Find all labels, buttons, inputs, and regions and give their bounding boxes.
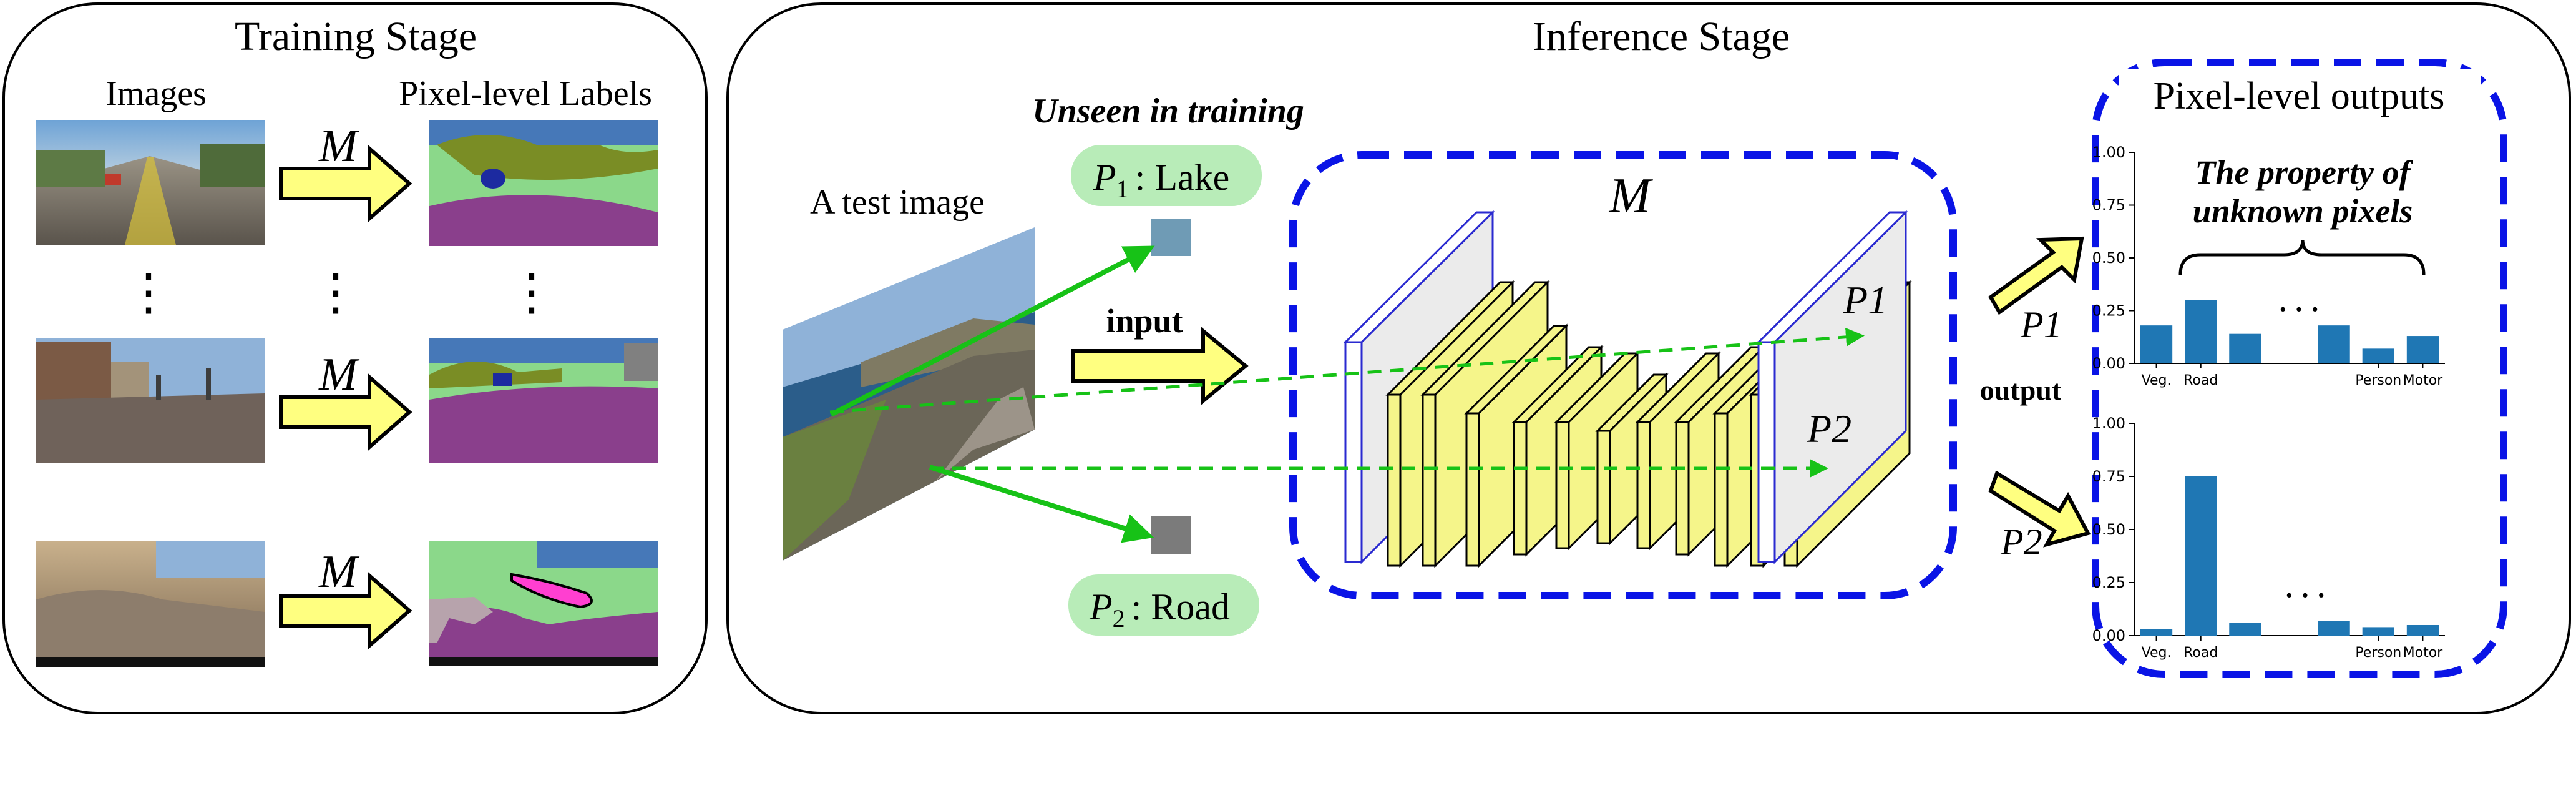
- test-image-label: A test image: [810, 183, 985, 222]
- training-stage-title: Training Stage: [235, 14, 477, 59]
- p2-chip-sub: 2: [1113, 604, 1125, 633]
- test-image: [783, 227, 1035, 561]
- green-arrow-to-road: [929, 465, 1154, 543]
- training-arrows-ellipsis: ⋮: [311, 265, 361, 320]
- training-images-ellipsis: ⋮: [124, 265, 173, 320]
- chart-bar: [2185, 476, 2217, 636]
- chart-ytick-label: 0.75: [2092, 468, 2125, 485]
- chart-bar: [2229, 623, 2261, 636]
- output-arrow-p1: [1988, 236, 2084, 315]
- outputs-title-bg: [2119, 69, 2481, 116]
- output-p1-label: P1: [2020, 304, 2062, 345]
- chart-p1-ellipsis: · · ·: [2278, 294, 2320, 325]
- training-panel-border: [2, 2, 708, 714]
- property-line-2: unknown pixels: [2193, 192, 2413, 230]
- p1-marker: P1: [1843, 278, 1888, 322]
- chart-ytick-label: 0.50: [2092, 249, 2125, 267]
- chart-bar: [2140, 325, 2173, 363]
- chart-ytick-label: 0.00: [2092, 355, 2125, 372]
- input-arrow: [1071, 327, 1249, 405]
- training-label-1: [429, 120, 658, 246]
- output-p2-label: P2: [2000, 521, 2042, 563]
- training-model-symbol-2: M: [318, 349, 360, 400]
- chart-xtick-label: Veg.: [2142, 373, 2172, 388]
- chart-ytick-label: 0.50: [2092, 521, 2125, 538]
- p2-marker: P2: [1807, 406, 1852, 451]
- training-model-symbol-1: M: [318, 121, 360, 172]
- p1-chip-symbol: P: [1093, 157, 1116, 198]
- training-labels-ellipsis: ⋮: [507, 265, 557, 320]
- output-p2-label-text: P2: [2000, 521, 2042, 563]
- input-label: input: [1106, 302, 1183, 340]
- p2-chip: P2: Road: [1068, 574, 1259, 636]
- property-brace: [2178, 239, 2426, 275]
- chart-xtick-label: Road: [2183, 373, 2218, 388]
- training-model-symbol-3: M: [318, 546, 360, 598]
- chart-bar: [2185, 300, 2217, 363]
- model-box: [1289, 151, 1957, 599]
- road-patch: [1151, 516, 1191, 554]
- chart-ytick-label: 0.75: [2092, 197, 2125, 214]
- training-image-2: [36, 338, 265, 463]
- outputs-title: Pixel-level outputs: [2154, 75, 2445, 117]
- chart-xtick-label: Motor: [2403, 373, 2444, 388]
- chart-ytick-label: 1.00: [2092, 415, 2125, 432]
- chart-ytick-label: 0.00: [2092, 627, 2125, 644]
- output-arrow-p2: [1988, 470, 2091, 548]
- network-layers: [1343, 210, 1912, 568]
- training-image-1: [36, 120, 265, 245]
- chart-xtick-label: Motor: [2403, 645, 2444, 661]
- chart-bar: [2406, 625, 2439, 636]
- chart-xtick-label: Veg.: [2142, 645, 2172, 661]
- property-line-1: The property of: [2195, 154, 2414, 191]
- chart-bar: [2140, 629, 2173, 636]
- training-stage-panel: Training Stage Images Pixel-level Labels…: [2, 2, 708, 714]
- chart-xtick-label: Person: [2355, 645, 2401, 661]
- chart-ytick-label: 0.25: [2092, 302, 2125, 320]
- chart-ytick-label: 1.00: [2092, 144, 2125, 161]
- chart-xtick-label: Road: [2183, 645, 2218, 661]
- training-label-2: [429, 338, 658, 463]
- output-p1-label-text: P1: [2020, 304, 2062, 345]
- p2-chip-text: : Road: [1131, 586, 1230, 628]
- pixel-labels-header: Pixel-level Labels: [399, 74, 652, 113]
- chart-bar: [2362, 348, 2394, 363]
- model-box-symbol: M: [1609, 169, 1654, 224]
- p1-chip-text: : Lake: [1135, 157, 1230, 198]
- output-label: output: [1980, 374, 2062, 406]
- outputs-box: [2092, 59, 2507, 678]
- p1-chip: P1: Lake: [1071, 145, 1262, 206]
- chart-bar: [2406, 336, 2439, 363]
- chart-bar: [2229, 333, 2261, 363]
- chart-bar: [2318, 621, 2350, 636]
- p1-marker-text: P1: [1843, 278, 1888, 322]
- svg-text:P1: Lake: P1: Lake: [1093, 157, 1229, 203]
- chart-ytick-label: 0.25: [2092, 574, 2125, 591]
- chart-bar: [2318, 325, 2350, 363]
- green-arrow-to-lake: [830, 245, 1155, 417]
- training-arrow-1: [279, 144, 412, 223]
- training-image-3: [36, 541, 265, 667]
- unseen-in-training-label: Unseen in training: [1032, 92, 1304, 131]
- training-arrow-3: [279, 571, 412, 650]
- output-plate: [1757, 341, 1776, 563]
- lake-patch: [1151, 219, 1191, 256]
- images-header: Images: [105, 74, 207, 113]
- training-arrow-2: [279, 373, 412, 451]
- p2-chip-symbol: P: [1089, 586, 1113, 628]
- p2-marker-text: P2: [1807, 406, 1852, 451]
- inference-panel-border: [726, 2, 2571, 714]
- training-label-3: [429, 541, 658, 666]
- svg-text:P2: Road: P2: Road: [1089, 586, 1230, 633]
- inference-stage-title: Inference Stage: [1533, 14, 1790, 59]
- dashed-arrow-p1: [829, 327, 1865, 414]
- chart-p2-ellipsis: · · ·: [2285, 580, 2326, 611]
- p1-chip-sub: 1: [1116, 175, 1129, 203]
- chart-bar: [2362, 627, 2394, 636]
- inference-stage-panel: Inference Stage A test image Unseen in t…: [726, 2, 2571, 714]
- chart-xtick-label: Person: [2355, 373, 2401, 388]
